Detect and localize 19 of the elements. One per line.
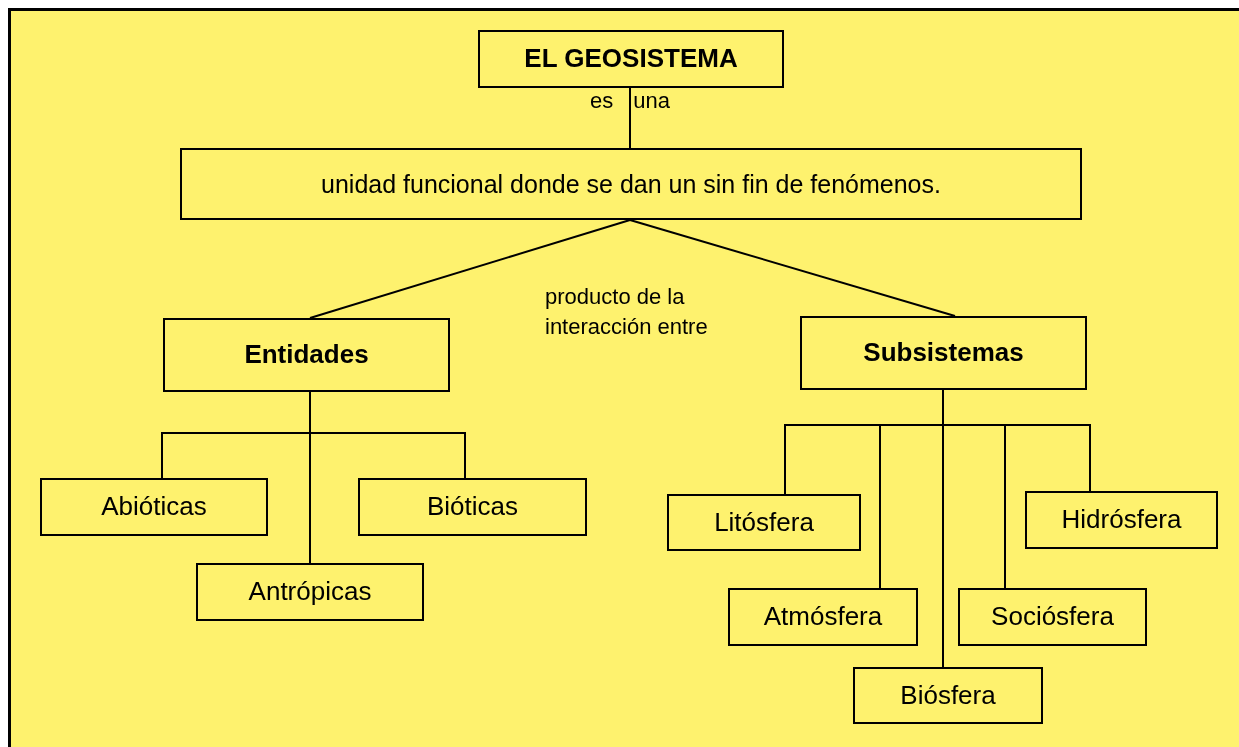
concept-box: unidad funcional donde se dan un sin fin de fenómenos. xyxy=(180,148,1082,220)
concept-box: Abióticas xyxy=(40,478,268,536)
concept-box: Subsistemas xyxy=(800,316,1087,390)
concept-box: Hidrósfera xyxy=(1025,491,1218,549)
connector-line xyxy=(309,219,631,319)
note-text: producto de la interacción entre xyxy=(545,283,709,341)
connector-line xyxy=(942,389,944,668)
concept-box: Atmósfera xyxy=(728,588,918,646)
concept-box: Biósfera xyxy=(853,667,1043,724)
connector-line xyxy=(629,87,631,149)
concept-box: Bióticas xyxy=(358,478,587,536)
concept-box: Sociósfera xyxy=(958,588,1147,646)
connector-line xyxy=(629,219,956,317)
concept-box: Entidades xyxy=(163,318,450,392)
connector-line xyxy=(309,391,311,564)
concept-box: EL GEOSISTEMA xyxy=(478,30,784,88)
edge-label: es una xyxy=(589,88,671,114)
concept-box: Litósfera xyxy=(667,494,861,551)
concept-box: Antrópicas xyxy=(196,563,424,621)
